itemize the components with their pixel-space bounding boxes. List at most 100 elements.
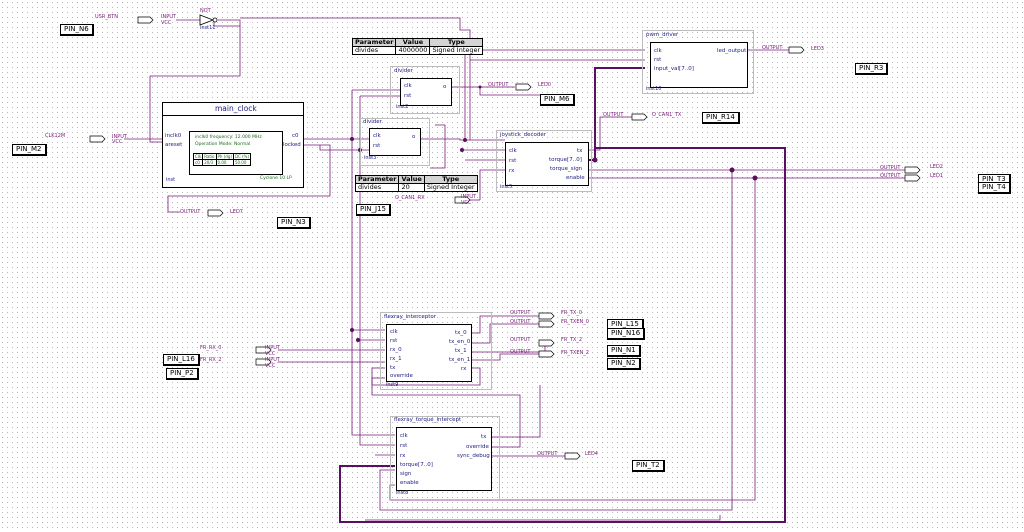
pin-label-m2[interactable]: PIN_M2 — [12, 144, 47, 156]
joystick-frame — [496, 130, 592, 192]
pin-label-r14[interactable]: PIN_R14 — [702, 112, 740, 124]
db-row-1: 20 — [398, 183, 425, 192]
vcc-tag: VCC — [461, 200, 472, 206]
wire-div2-loop — [430, 124, 446, 169]
wire-override-back — [371, 378, 521, 448]
main-clock-device: Cyclone 10 LP — [260, 176, 292, 181]
pwm-driver-frame — [642, 30, 754, 94]
flexray-title: flexray_interceptor — [384, 314, 437, 320]
mc-row-3: 50.00 — [232, 159, 252, 166]
torque-block[interactable]: clk rst rx torque[7..0] sign enable tx o… — [396, 427, 492, 491]
pin-label-m6[interactable]: PIN_M6 — [540, 94, 575, 106]
output-pin-icon — [904, 166, 921, 174]
input-pin-icon — [255, 346, 272, 354]
flexray-frame — [380, 312, 492, 390]
port-rst: rst — [404, 93, 412, 99]
db-row-0: divides — [354, 183, 400, 192]
output-pin-icon — [788, 46, 805, 54]
signal-usr-btn: USR_BTN — [95, 14, 119, 20]
output-pin-icon — [538, 320, 555, 328]
wire-fr-txen0 — [470, 323, 545, 344]
port-enable: enable — [566, 175, 585, 181]
main-clock-inst: inst — [166, 177, 176, 183]
pin-label-t4[interactable]: PIN_T4 — [978, 182, 1011, 194]
pin-label-n3[interactable]: PIN_N3 — [277, 217, 311, 229]
pwm-driver-block[interactable]: clk rst input_val[7..0] led_output — [650, 42, 748, 88]
signal-fr-txen0: FR_TXEN_0 — [561, 319, 589, 325]
input-tag: INPUT — [161, 14, 176, 20]
port-clk: clk — [373, 133, 381, 139]
port-tx: tx — [390, 365, 396, 371]
input-tag: INPUT — [461, 194, 476, 200]
wire-locked — [167, 144, 331, 213]
port-rst: rst — [654, 57, 662, 63]
port-clk: clk — [390, 329, 398, 335]
not-tag: NOT — [200, 8, 211, 14]
port-rx0: rx_0 — [390, 347, 402, 353]
output-pin-icon — [538, 312, 555, 320]
wire-fr-txen1 — [470, 353, 545, 361]
port-rx: rx — [400, 453, 406, 459]
wire-sign-down — [379, 170, 733, 511]
port-led-output: led_output — [717, 48, 747, 54]
input-pin-icon — [454, 196, 471, 204]
pin-label-r3[interactable]: PIN_R3 — [855, 63, 889, 75]
port-torque-sign: torque_sign — [550, 166, 583, 172]
pin-label-n2[interactable]: PIN_N2 — [607, 358, 641, 370]
not-gate-icon — [199, 14, 215, 26]
mc-head-2: Ph (dg) — [215, 153, 234, 160]
divider-top-params: Parameter Value Type divides 4000000 Sig… — [351, 38, 484, 55]
port-rx: rx — [461, 366, 467, 372]
signal-fr-tx0: FR_TX_0 — [561, 310, 583, 316]
port-override: override — [390, 373, 413, 379]
port-rst: rst — [400, 443, 408, 449]
port-rx1: rx_1 — [390, 356, 402, 362]
joystick-block[interactable]: clk rst rx tx torque[7..0] torque_sign e… — [505, 142, 589, 186]
db-row-2: Signed Integer — [423, 183, 478, 192]
signal-led2: LED2 — [930, 164, 943, 170]
junction — [350, 328, 354, 332]
output-tag: OUTPUT — [880, 165, 901, 171]
wire-fr-rx — [371, 367, 481, 386]
divider-top-block[interactable]: clk rst o — [400, 78, 452, 106]
port-tx: tx — [577, 148, 583, 154]
mc-row-0: c0 — [192, 159, 204, 166]
pin-label-n6[interactable]: PIN_N6 — [60, 24, 94, 36]
main-clock-block[interactable]: main_clock inclk0 areset c0 locked inclk… — [162, 102, 304, 188]
divider-bot-block[interactable]: clk rst o — [369, 128, 421, 156]
pin-label-l16[interactable]: PIN_L16 — [163, 354, 200, 366]
signal-fr-tx2: FR_TX_2 — [561, 337, 583, 343]
joystick-title: joystick_decoder — [500, 132, 547, 138]
port-rst: rst — [373, 143, 381, 149]
wire-not-out — [149, 19, 241, 143]
junction — [752, 175, 758, 181]
wire-fr-tx0 — [470, 315, 545, 334]
vcc-tag: VCC — [112, 139, 123, 145]
signal-clk12m: CLK12M — [45, 133, 66, 139]
output-pin-icon — [904, 174, 921, 182]
output-tag: OUTPUT — [762, 45, 783, 51]
pin-label-j15[interactable]: PIN_J15 — [356, 204, 391, 216]
wire-tx-back — [490, 385, 541, 438]
pin-label-n1[interactable]: PIN_N1 — [607, 345, 641, 357]
vcc-tag: VCC — [265, 363, 276, 369]
joystick-inst: inst5 — [500, 184, 513, 190]
pin-label-n16[interactable]: PIN_N16 — [607, 328, 646, 340]
pin-label-t2[interactable]: PIN_T2 — [632, 460, 665, 472]
port-tx1: tx_1 — [455, 348, 467, 354]
output-pin-icon — [538, 350, 555, 358]
pin-label-p2[interactable]: PIN_P2 — [166, 368, 199, 380]
torque-inst: inst8 — [396, 490, 409, 496]
port-torque: torque[7..0] — [549, 157, 582, 163]
dt-row-1: 4000000 — [395, 46, 431, 55]
output-pin-icon — [515, 83, 532, 91]
pwm-driver-inst: inst10 — [646, 86, 662, 92]
port-txen1: tx_en_1 — [449, 357, 471, 363]
output-pin-icon — [564, 452, 581, 460]
flexray-block[interactable]: clk rst rx_0 rx_1 tx override tx_0 tx_en… — [386, 324, 472, 382]
output-tag: OUTPUT — [603, 112, 624, 118]
output-pin-icon — [207, 209, 224, 217]
mc-head-3: DC (%) — [232, 153, 252, 160]
junction — [463, 138, 467, 142]
